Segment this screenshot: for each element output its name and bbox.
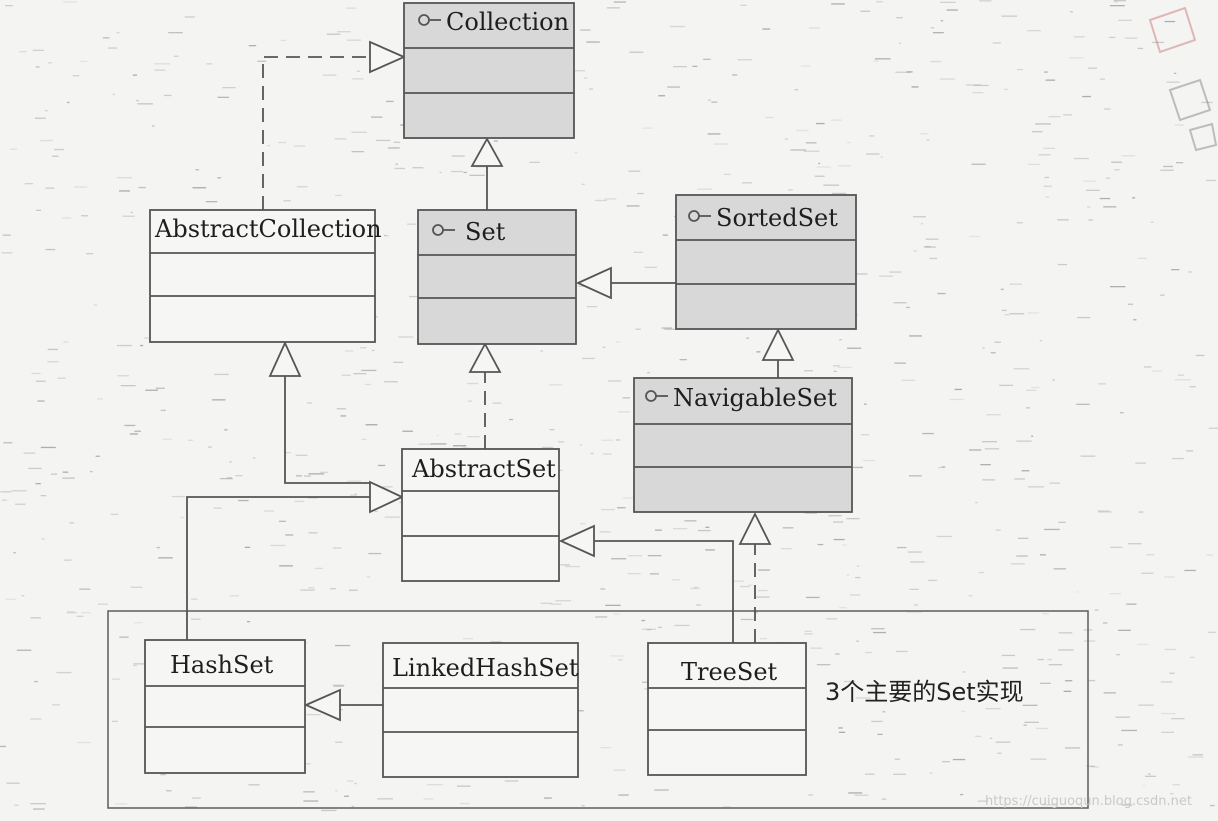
watermark-seal <box>1148 6 1218 152</box>
class-name-abstractcollection: AbstractCollection <box>154 215 382 243</box>
class-sortedset[interactable]: SortedSet <box>675 194 857 330</box>
class-navigableset[interactable]: NavigableSet <box>633 377 853 513</box>
class-name-linkedhashset: LinkedHashSet <box>392 654 579 682</box>
url-watermark: https://cuiguoqun.blog.csdn.net <box>985 794 1192 809</box>
arrowhead-set-bottom <box>468 342 502 373</box>
arrowhead-abstractset-left-lower <box>558 524 595 558</box>
relationship-lines <box>186 56 779 706</box>
arrowhead-sortedset-bottom <box>761 327 795 361</box>
arrowheads <box>268 40 795 722</box>
class-linkedhashset[interactable]: LinkedHashSet <box>382 642 579 778</box>
arrowhead-collection-bottom <box>470 137 504 167</box>
arrowhead-abstractset-left-upper <box>369 480 405 514</box>
edge-abstractcollection-collection <box>262 56 370 210</box>
class-name-navigableset: NavigableSet <box>673 384 837 412</box>
class-name-collection: Collection <box>446 8 569 36</box>
class-abstractset[interactable]: AbstractSet <box>401 448 560 582</box>
edge-abstractset-abstractcollection <box>284 376 370 484</box>
arrowhead-abstractcollection-bottom <box>268 340 302 377</box>
class-collection[interactable]: Collection <box>403 2 575 139</box>
edge-treeset-abstractset <box>594 540 734 643</box>
arrowhead-set-right <box>575 266 612 300</box>
class-set[interactable]: Set <box>417 209 577 345</box>
implementations-annotation: 3个主要的Set实现 <box>825 678 1024 706</box>
implementations-group-box <box>107 610 1089 809</box>
class-name-hashset: HashSet <box>170 651 274 679</box>
class-name-sortedset: SortedSet <box>716 204 838 232</box>
class-name-treeset: TreeSet <box>681 658 778 686</box>
class-name-set: Set <box>465 218 506 246</box>
edge-hashset-abstractset <box>186 496 370 640</box>
arrowhead-collection-left <box>369 40 407 74</box>
class-abstractcollection[interactable]: AbstractCollection <box>149 209 382 343</box>
class-hashset[interactable]: HashSet <box>144 639 306 774</box>
class-name-abstractset: AbstractSet <box>411 455 556 483</box>
arrowhead-hashset-right <box>303 688 341 722</box>
class-treeset[interactable]: TreeSet <box>647 642 807 776</box>
arrowhead-navigableset-bottom <box>738 511 772 545</box>
